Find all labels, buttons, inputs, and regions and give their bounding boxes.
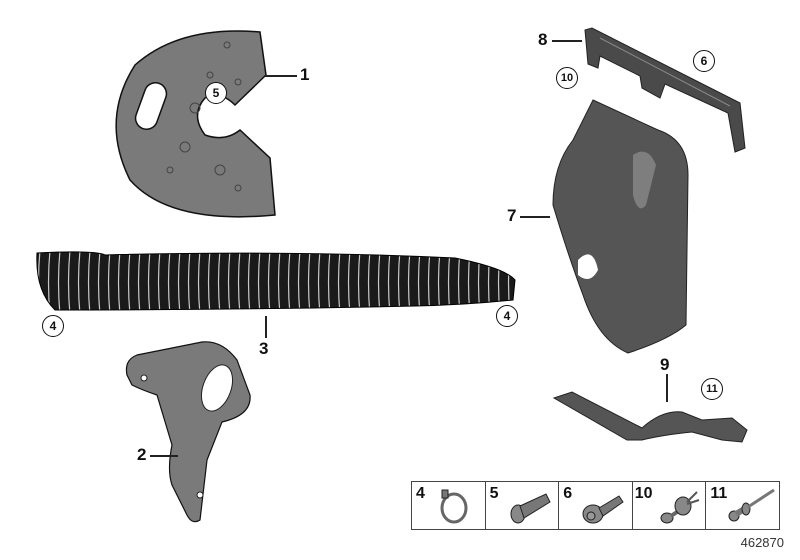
ref-circle-rail-left: 10 [556,67,578,89]
ref-circle-hose-right: 4 [496,305,518,327]
diagram-id: 462870 [740,535,784,550]
callout-8: 8 [538,30,548,49]
support-bracket-illustration [552,391,748,443]
blind-rivet-icon [728,488,776,522]
callout-1: 1 [300,65,310,84]
leader-line-3 [265,316,267,338]
heat-shield-plate-illustration [115,30,276,218]
leader-line-2 [150,455,178,457]
ref-circle-rail-right: 6 [693,50,715,72]
hose-clamp-icon [440,489,468,524]
hose-bracket-illustration [125,341,251,523]
callout-2: 2 [137,445,147,464]
legend-cell-countersunk-screw[interactable]: 5 [486,482,560,529]
collar-screw-icon [582,495,624,524]
ref-circle-hose-left: 4 [42,315,64,337]
legend-cell-collar-screw[interactable]: 6 [559,482,633,529]
callout-3: 3 [259,339,269,358]
fastener-legend: 4 5 6 10 11 [411,481,780,530]
legend-cell-hose-clamp[interactable]: 4 [412,482,486,529]
air-duct-housing-illustration [552,99,689,354]
callout-9: 9 [660,355,670,374]
ref-circle-bracket: 11 [701,378,723,400]
legend-cell-blind-rivet[interactable]: 11 [706,482,779,529]
leader-line-1 [265,75,297,77]
leader-line-9 [666,374,668,402]
expanding-rivet-icon [660,491,700,524]
callout-7: 7 [507,206,517,225]
corrugated-hose-illustration [36,251,516,311]
countersunk-screw-icon [510,493,551,524]
leader-line-7 [520,216,550,218]
ref-circle-plate: 5 [205,82,227,104]
mounting-rail-illustration [584,27,746,153]
legend-cell-expanding-rivet[interactable]: 10 [633,482,707,529]
leader-line-8 [552,40,582,42]
